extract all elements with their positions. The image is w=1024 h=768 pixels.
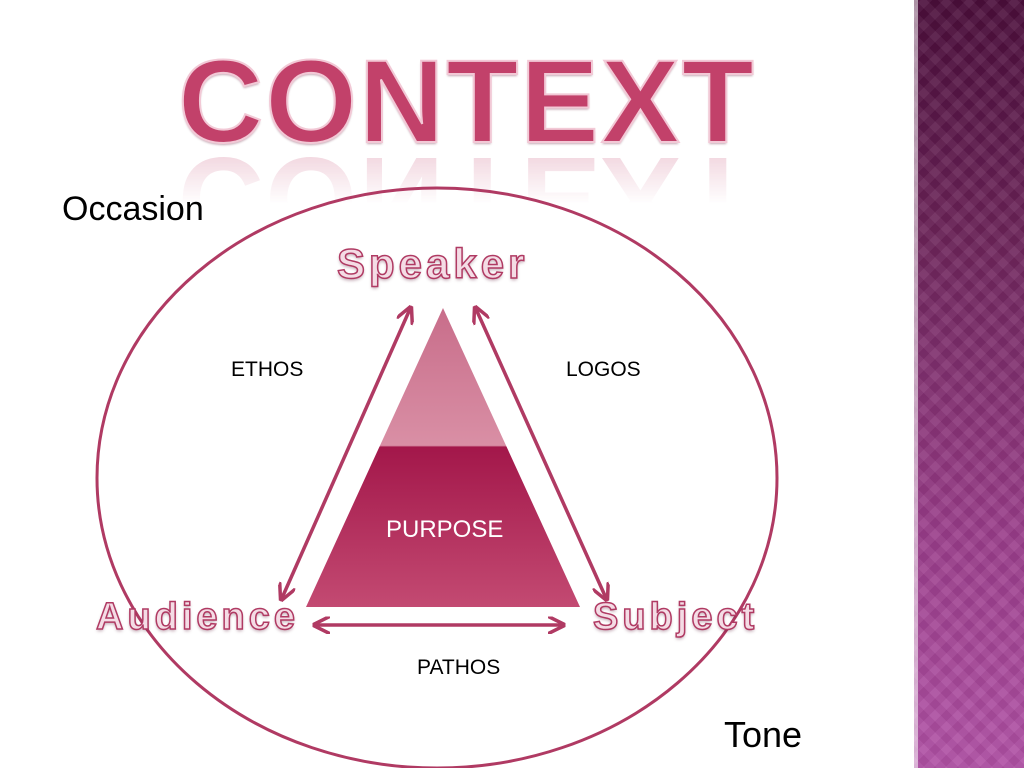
occasion-label: Occasion — [62, 190, 204, 228]
audience-node: Audience — [95, 595, 300, 639]
decorative-side-band — [914, 0, 1024, 768]
logos-arrow-line — [476, 309, 606, 598]
tone-label: Tone — [724, 714, 803, 755]
context-diagram — [95, 186, 779, 768]
slide-title: CONTEXT — [177, 36, 756, 168]
ethos-label: ETHOS — [231, 358, 304, 381]
speaker-node: Speaker — [336, 239, 529, 288]
context-circle — [95, 186, 779, 768]
logos-label: LOGOS — [566, 358, 641, 381]
subject-node: Subject — [592, 595, 759, 639]
pathos-label: PATHOS — [417, 656, 501, 679]
purpose-label: PURPOSE — [386, 516, 504, 543]
title-group: CONTEXT CONTEXT — [177, 41, 756, 264]
ethos-arrow-line — [282, 309, 410, 598]
